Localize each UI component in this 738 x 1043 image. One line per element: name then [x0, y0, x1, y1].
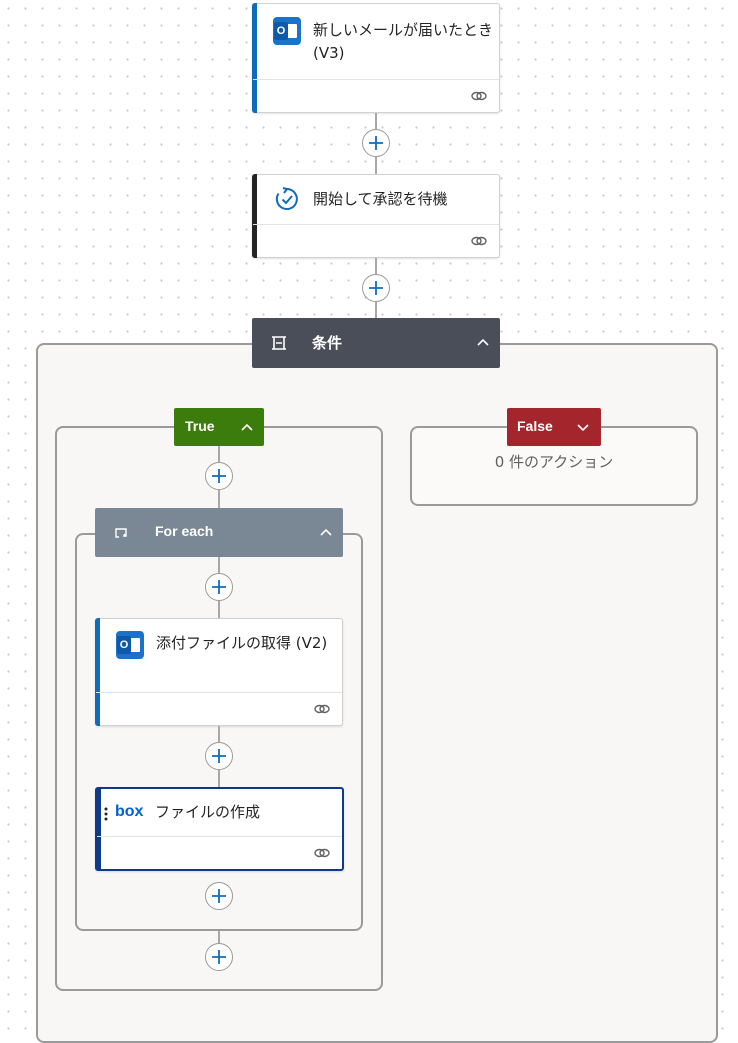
add-step-button[interactable]	[205, 573, 233, 601]
add-step-button[interactable]	[362, 129, 390, 157]
chevron-up-icon[interactable]	[319, 527, 333, 537]
get-attachment-title: 添付ファイルの取得 (V2)	[156, 634, 328, 652]
trigger-title: 新しいメールが届いたとき (V3)	[313, 21, 494, 62]
box-icon: box	[115, 803, 144, 820]
connector	[218, 770, 220, 787]
chevron-up-icon[interactable]	[476, 337, 490, 347]
plus-icon	[212, 580, 226, 594]
card-accent	[252, 174, 257, 258]
card-footer	[96, 692, 342, 725]
foreach-title: For each	[155, 523, 214, 539]
create-file-card[interactable]: box ファイルの作成	[95, 787, 344, 871]
connector	[375, 302, 377, 318]
plus-icon	[212, 889, 226, 903]
foreach-header[interactable]: For each	[95, 508, 343, 557]
plus-icon	[212, 749, 226, 763]
true-label: True	[185, 418, 215, 434]
create-file-title: ファイルの作成	[155, 803, 261, 821]
connector	[375, 258, 377, 275]
approval-card[interactable]: 開始して承認を待機	[252, 174, 500, 258]
false-branch-badge[interactable]: False	[507, 408, 601, 446]
card-accent	[95, 618, 100, 726]
card-accent	[96, 788, 101, 870]
add-step-button[interactable]	[205, 943, 233, 971]
chevron-down-icon[interactable]	[576, 422, 590, 432]
plus-icon	[212, 950, 226, 964]
link-icon[interactable]	[471, 234, 487, 248]
plus-icon	[212, 469, 226, 483]
false-label: False	[517, 418, 553, 434]
condition-icon	[272, 336, 286, 350]
connector	[218, 446, 220, 462]
card-footer	[253, 224, 499, 257]
false-empty-text: 0 件のアクション	[494, 453, 614, 471]
connector	[375, 113, 377, 130]
connector	[218, 931, 220, 943]
get-attachment-card[interactable]: O 添付ファイルの取得 (V2)	[95, 618, 343, 726]
connector	[218, 490, 220, 508]
card-accent	[252, 3, 257, 113]
condition-header[interactable]: 条件	[252, 318, 500, 368]
connector	[218, 557, 220, 573]
link-icon[interactable]	[314, 846, 330, 860]
link-icon[interactable]	[471, 89, 487, 103]
drag-handle-icon[interactable]	[103, 806, 109, 822]
condition-title: 条件	[312, 334, 343, 352]
card-footer	[253, 79, 499, 112]
plus-icon	[369, 281, 383, 295]
connector	[218, 726, 220, 742]
approval-icon	[275, 187, 298, 210]
link-icon[interactable]	[314, 702, 330, 716]
outlook-icon: O	[273, 17, 301, 45]
card-footer	[97, 836, 342, 869]
true-branch-badge[interactable]: True	[174, 408, 264, 446]
loop-icon	[115, 528, 127, 538]
outlook-icon: O	[116, 631, 144, 659]
add-step-button[interactable]	[205, 742, 233, 770]
plus-icon	[369, 136, 383, 150]
add-step-button[interactable]	[362, 274, 390, 302]
connector	[218, 601, 220, 618]
approval-title: 開始して承認を待機	[313, 190, 448, 208]
connector	[375, 157, 377, 174]
chevron-up-icon[interactable]	[240, 422, 254, 432]
add-step-button[interactable]	[205, 462, 233, 490]
add-step-button[interactable]	[205, 882, 233, 910]
trigger-card[interactable]: O 新しいメールが届いたとき (V3)	[252, 3, 500, 113]
